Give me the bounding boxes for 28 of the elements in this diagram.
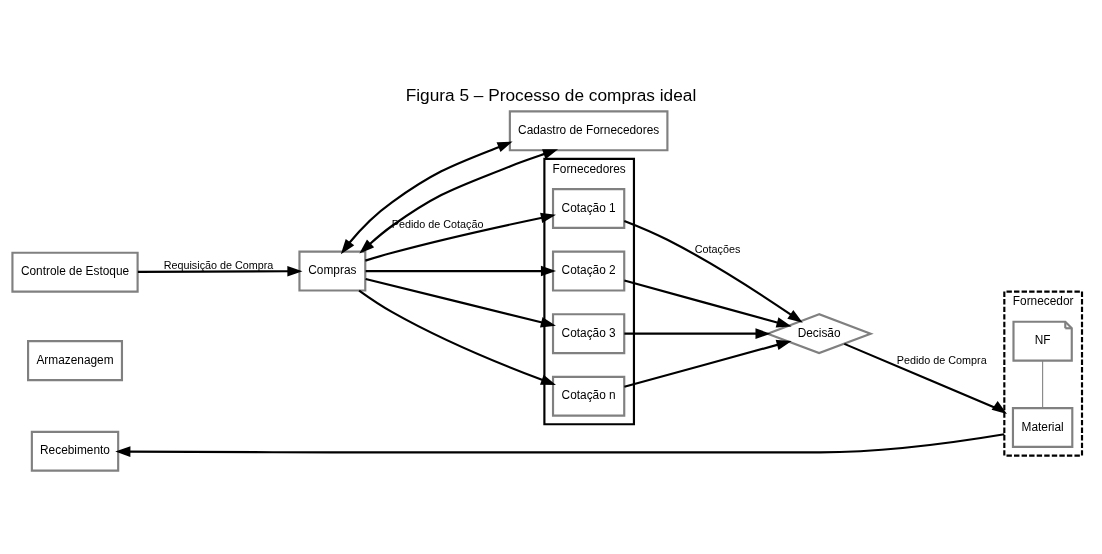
arrow [340,141,513,255]
arrow [365,277,556,328]
arrow [623,219,803,323]
edge-label: Pedido de Compra [896,353,987,366]
node-box: Compras [298,250,367,292]
arrow [359,149,559,254]
arrow [624,279,792,328]
arrow [115,433,1005,457]
connector [1042,360,1044,409]
arrow [624,339,792,388]
node-box: Armazenagem [27,340,124,382]
edge-label: Cotações [694,242,741,255]
arrow [624,328,771,339]
node-box: Material [1011,407,1074,449]
node-box: Cotação 3 [551,313,626,355]
node-box: Cotação n [551,375,626,417]
edge-label: Requisição de Compra [163,258,274,271]
node-box: Cotação 2 [551,250,626,292]
arrow [358,289,557,386]
arrow [365,265,557,277]
arrow [137,265,303,277]
arrow [843,342,1007,415]
node-box: Recebimento [30,430,120,472]
diagram-title: Figura 5 – Processo de compras ideal [405,85,697,106]
node-box: Cadastro de Fornecedores [508,110,669,152]
node-box: Controle de Estoque [11,251,139,293]
arrow [365,212,556,262]
node-box: Cotação 1 [551,188,626,229]
